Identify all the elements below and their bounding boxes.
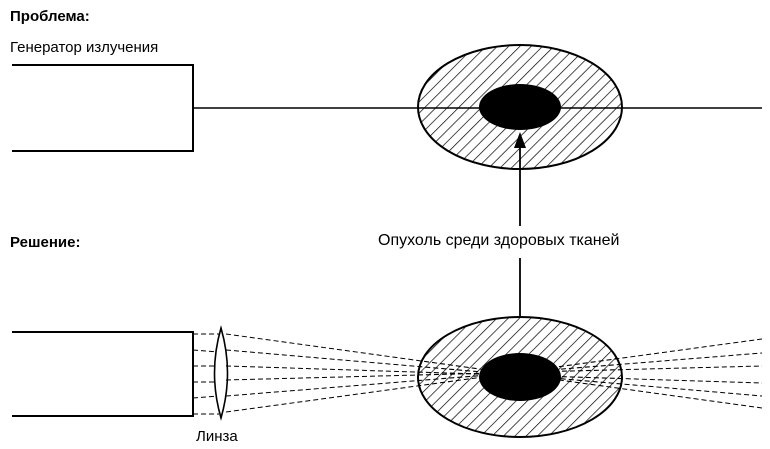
- beams-box-to-lens: [192, 333, 220, 415]
- tumor-label: Опухоль среди здоровых тканей: [375, 231, 623, 251]
- lens-label: Линза: [196, 428, 238, 445]
- arrow-up-head: [514, 132, 526, 148]
- problem-heading: Проблема:: [10, 8, 90, 25]
- problem-section: [12, 44, 762, 170]
- solution-section: [12, 316, 763, 438]
- tumor-bottom: [479, 353, 561, 401]
- tumor-top: [479, 84, 561, 130]
- lens: [213, 325, 229, 421]
- generator-box-top: [12, 64, 194, 152]
- generator-box-bottom: [12, 331, 194, 417]
- generator-label: Генератор излучения: [10, 39, 159, 56]
- solution-heading: Решение:: [10, 234, 81, 251]
